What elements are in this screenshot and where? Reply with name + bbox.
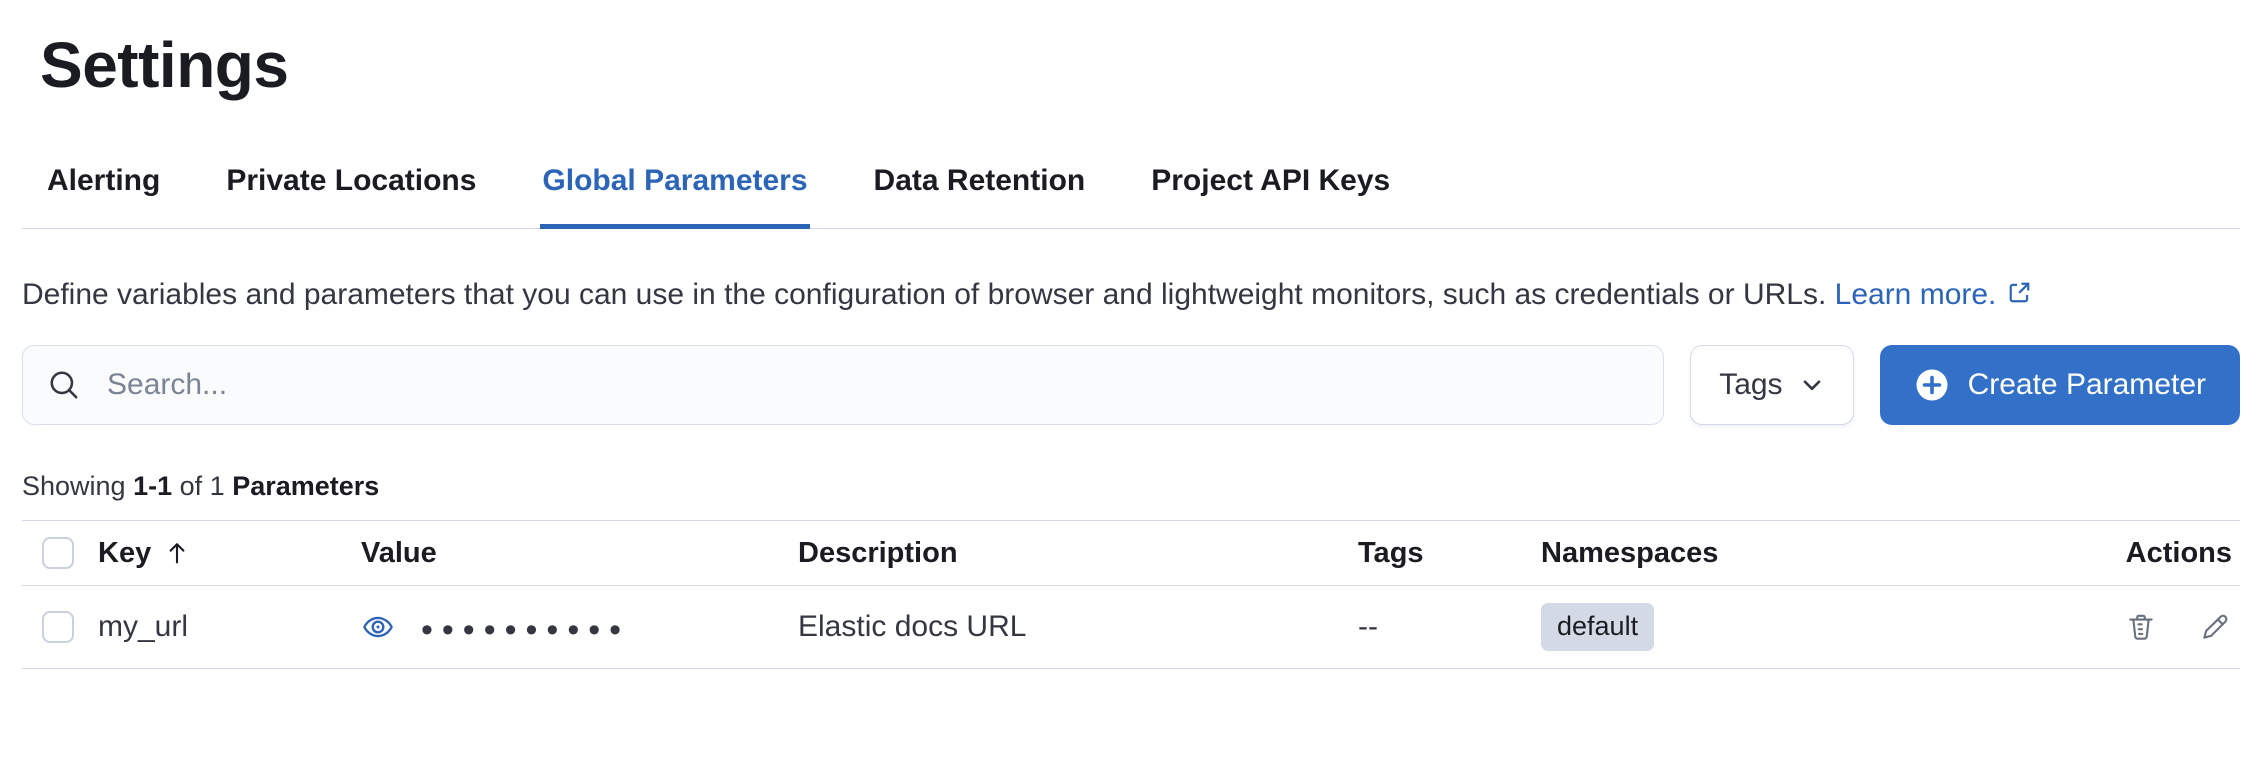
column-header-value: Value xyxy=(361,536,437,569)
column-header-key[interactable]: Key xyxy=(98,537,361,570)
select-all-checkbox[interactable] xyxy=(42,537,74,570)
row-select-cell xyxy=(22,611,98,644)
select-all-cell xyxy=(22,537,98,570)
search-field[interactable] xyxy=(22,345,1665,426)
tab-data-retention[interactable]: Data Retention xyxy=(872,160,1088,229)
learn-more-link[interactable]: Learn more. xyxy=(1835,278,2034,311)
settings-tabs: Alerting Private Locations Global Parame… xyxy=(22,160,2240,230)
table-row: my_url •••••••••• Elastic docs URL -- xyxy=(22,586,2240,670)
reveal-value-button[interactable] xyxy=(361,610,395,644)
search-input[interactable] xyxy=(105,367,1640,404)
tab-alerting[interactable]: Alerting xyxy=(45,160,162,229)
parameters-table: Key Value Description Tags Namespaces Ac… xyxy=(22,520,2240,670)
table-header-row: Key Value Description Tags Namespaces Ac… xyxy=(22,520,2240,587)
toolbar: Tags Create Parameter xyxy=(22,345,2240,426)
tags-cell: -- xyxy=(1358,610,1378,644)
pencil-icon xyxy=(2203,615,2228,640)
sort-ascending-icon xyxy=(169,543,185,564)
tags-filter-button[interactable]: Tags xyxy=(1690,345,1854,426)
eye-icon xyxy=(363,617,393,638)
edit-parameter-button[interactable] xyxy=(2198,610,2232,644)
column-header-namespaces: Namespaces xyxy=(1541,536,1719,569)
namespace-badge: default xyxy=(1541,603,1655,652)
delete-parameter-button[interactable] xyxy=(2124,610,2158,644)
create-parameter-button[interactable]: Create Parameter xyxy=(1879,345,2240,426)
namespaces-cell: default xyxy=(1541,603,1801,652)
external-link-icon xyxy=(2010,283,2030,303)
chevron-down-icon xyxy=(1803,380,1820,391)
tab-global-parameters[interactable]: Global Parameters xyxy=(540,160,810,230)
tab-project-api-keys[interactable]: Project API Keys xyxy=(1149,160,1392,229)
settings-page: Settings Alerting Private Locations Glob… xyxy=(0,30,2262,784)
column-header-actions: Actions xyxy=(2125,536,2232,569)
results-summary: Showing 1-1 of 1 Parameters xyxy=(22,471,380,502)
search-icon xyxy=(50,371,78,399)
column-header-description: Description xyxy=(798,536,958,569)
tab-private-locations[interactable]: Private Locations xyxy=(224,160,478,229)
trash-icon xyxy=(2129,615,2153,641)
value-cell: •••••••••• xyxy=(361,607,798,647)
row-checkbox[interactable] xyxy=(42,611,74,644)
column-header-tags: Tags xyxy=(1358,536,1424,569)
masked-value: •••••••••• xyxy=(421,611,631,650)
actions-cell xyxy=(1801,610,2240,644)
page-description: Define variables and parameters that you… xyxy=(22,271,2187,319)
description-cell: Elastic docs URL xyxy=(798,610,1027,644)
description-text: Define variables and parameters that you… xyxy=(22,278,1827,312)
page-title: Settings xyxy=(40,29,289,101)
plus-in-circle-icon xyxy=(1916,369,1948,401)
key-cell: my_url xyxy=(98,610,189,644)
